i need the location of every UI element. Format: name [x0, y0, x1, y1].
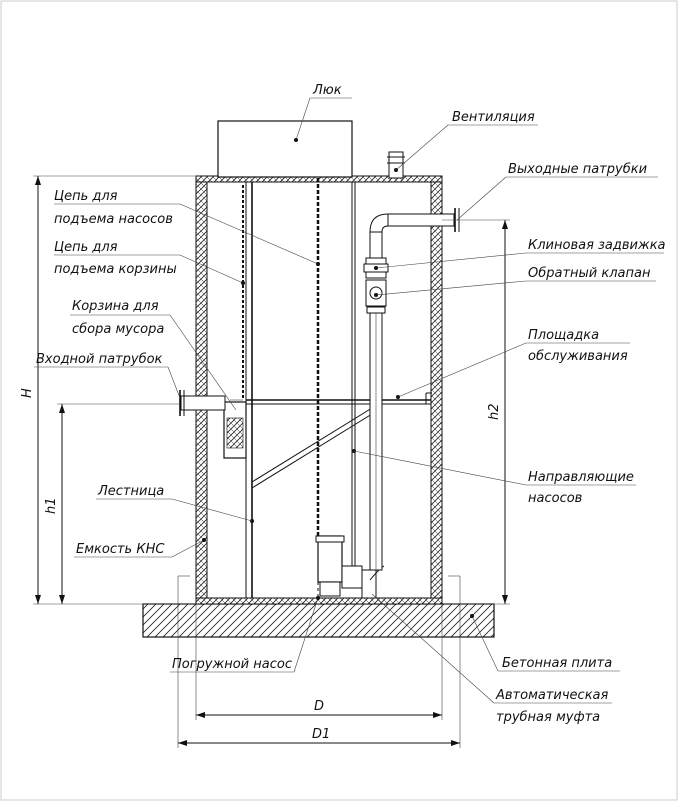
label-chain-pumps-1: Цепь для	[54, 189, 118, 204]
inlet-pipe	[180, 395, 226, 411]
hatch-box	[217, 120, 353, 178]
label-guides-1: Направляющие	[528, 470, 634, 485]
label-ladder: Лестница	[97, 484, 164, 499]
label-tank: Емкость КНС	[76, 542, 165, 557]
label-basket-2: сбора мусора	[72, 322, 164, 337]
ventilation-pipe	[388, 151, 404, 179]
dim-D1: D1	[312, 727, 330, 742]
label-check-valve: Обратный клапан	[528, 266, 651, 281]
label-chain-pumps-2: подъема насосов	[54, 212, 173, 227]
dim-h2: h2	[487, 403, 502, 420]
label-outlet-pipes: Выходные патрубки	[508, 162, 647, 177]
label-platform-1: Площадка	[528, 328, 599, 343]
label-chain-basket-1: Цепь для	[54, 240, 118, 255]
tank-wall-left	[195, 177, 208, 603]
label-guides-2: насосов	[528, 491, 582, 506]
label-ventilation: Вентиляция	[452, 110, 535, 125]
label-gate-valve: Клиновая задвижка	[528, 238, 666, 253]
label-inlet-pipe: Входной патрубок	[36, 352, 163, 367]
auto-coupling	[361, 569, 377, 599]
label-platform-2: обслуживания	[528, 349, 628, 364]
dim-H: H	[20, 388, 35, 398]
tank-wall-right	[430, 177, 443, 603]
pipe-elbow	[369, 213, 389, 233]
submersible-pump	[317, 535, 343, 583]
label-coupling-2: трубная муфта	[496, 710, 600, 725]
label-coupling-1: Автоматическая	[495, 688, 609, 703]
label-concrete-slab: Бетонная плита	[502, 656, 612, 671]
label-submersible-pump: Погружной насос	[172, 657, 292, 672]
label-basket-1: Корзина для	[72, 299, 159, 314]
label-luk: Люк	[312, 83, 342, 98]
concrete-slab	[142, 603, 495, 638]
label-chain-basket-2: подъема корзины	[54, 262, 177, 277]
dim-h1: h1	[44, 497, 59, 514]
dim-D: D	[314, 699, 324, 714]
